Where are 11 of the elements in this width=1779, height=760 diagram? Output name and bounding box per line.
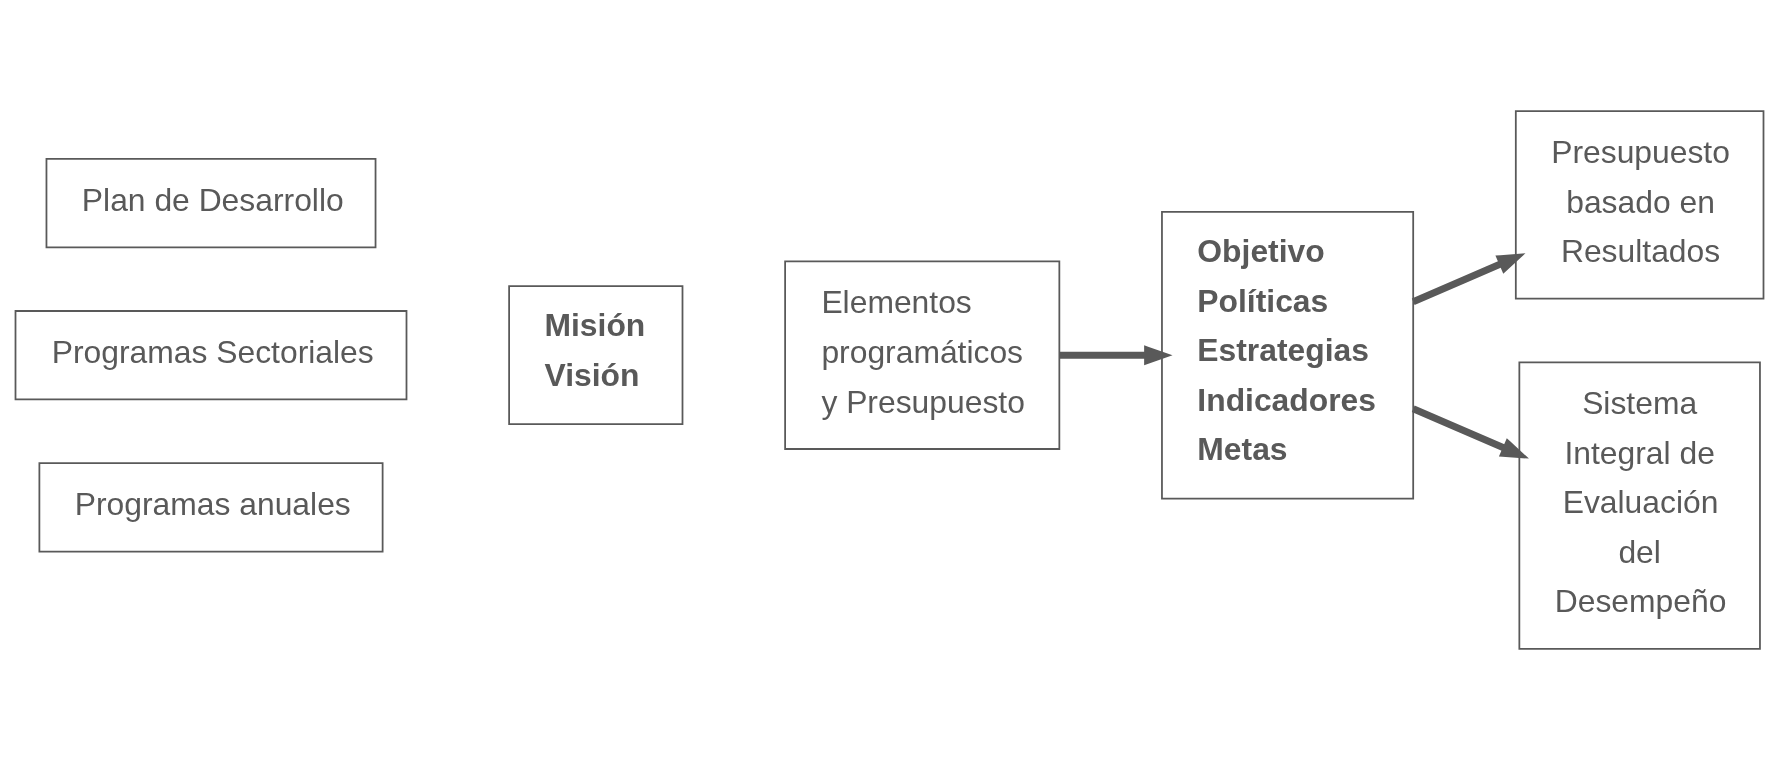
node-box: Misión Visión (508, 285, 684, 426)
node-box: Plan de Desarrollo (45, 157, 377, 249)
arrow (1411, 405, 1529, 459)
node-box: Elementos programáticos y Presupuesto (784, 260, 1061, 450)
node-box: Programas anuales (38, 462, 384, 553)
node-box: Sistema Integral de Evaluación del Desempeño (1518, 361, 1761, 650)
node-box: Programas Sectoriales (14, 310, 408, 401)
arrow (1411, 253, 1526, 306)
arrow (1059, 345, 1173, 366)
node-box: Objetivo Políticas Estrategias Indicadores Metas (1161, 211, 1415, 500)
node-box: Presupuesto basado en Resultados (1514, 110, 1765, 300)
